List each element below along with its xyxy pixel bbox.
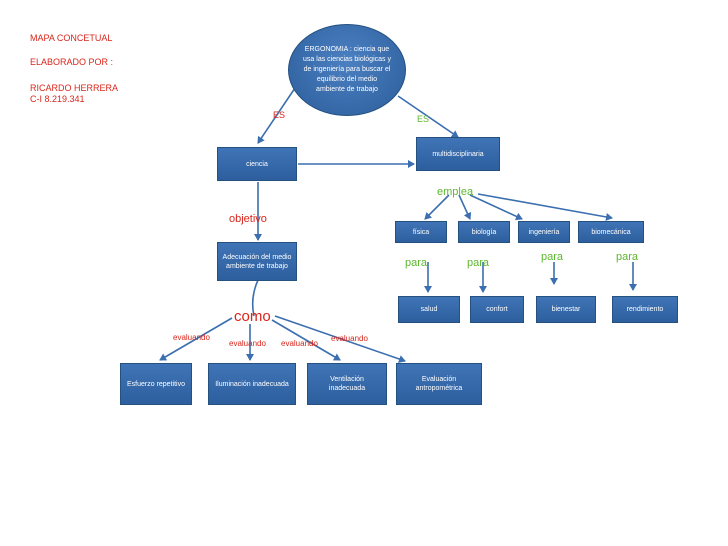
node-iluminacion-inadecuada: Iluminación inadecuada <box>208 363 296 405</box>
node-evaluacion-antropometrica: Evaluación antropométrica <box>396 363 482 405</box>
edge-root-ciencia <box>257 87 296 144</box>
map-title: MAPA CONCETUAL <box>30 33 113 43</box>
elaborado-por-label: ELABORADO POR : <box>30 57 114 67</box>
node-ingenieria: ingeniería <box>518 221 570 243</box>
link-label-es-left: ES <box>273 110 286 120</box>
edge-como-evaluacion <box>274 315 406 363</box>
edge-root-multi <box>397 95 459 138</box>
edge-como-ventilacion <box>271 319 341 361</box>
node-ventilacion-inadecuada: Ventilación inadecuada <box>307 363 387 405</box>
node-bienestar: bienestar <box>536 296 596 323</box>
edge-como-esfuerzo <box>159 317 233 361</box>
edge-multi-fisica <box>424 194 450 220</box>
node-fisica: física <box>395 221 447 243</box>
author-id: C-I 8.219.341 <box>30 94 85 104</box>
link-label-para-3: para <box>541 251 564 263</box>
node-biomecanica: biomecánica <box>578 221 644 243</box>
link-label-para-2: para <box>467 257 490 269</box>
link-label-para-4: para <box>616 251 639 263</box>
author-name: RICARDO HERRERA <box>30 83 119 93</box>
link-label-evaluando-2: evaluando <box>229 339 266 348</box>
node-ciencia: ciencia <box>217 147 297 181</box>
link-label-es-right: ES <box>417 114 430 124</box>
link-label-para-1: para <box>405 257 428 269</box>
edge-adecuacion-como <box>251 279 259 317</box>
edge-multi-biologia <box>458 194 472 220</box>
edge-multi-biomecanica <box>477 193 613 221</box>
link-label-objetivo: objetivo <box>229 213 267 225</box>
node-rendimiento: rendimiento <box>612 296 678 323</box>
node-esfuerzo-repetitivo: Esfuerzo repetitivo <box>120 363 192 405</box>
link-label-emplea: emplea <box>437 186 474 198</box>
edge-multi-ingenieria <box>469 194 523 221</box>
link-label-evaluando-1: evaluando <box>173 333 210 342</box>
link-label-como: como <box>234 308 271 325</box>
link-label-evaluando-3: evaluando <box>281 339 318 348</box>
node-adecuacion: Adecuación del medio ambiente de trabajo <box>217 242 297 281</box>
node-salud: salud <box>398 296 460 323</box>
root-concept-text: ERGONOMIA : ciencia que usa las ciencias… <box>303 46 391 93</box>
node-multidisciplinaria: multidisciplinaria <box>416 137 500 171</box>
link-label-evaluando-4: evaluando <box>331 334 368 343</box>
node-biologia: biología <box>458 221 510 243</box>
node-confort: confort <box>470 296 524 323</box>
root-concept-node: ERGONOMIA : ciencia que usa las ciencias… <box>288 24 406 116</box>
